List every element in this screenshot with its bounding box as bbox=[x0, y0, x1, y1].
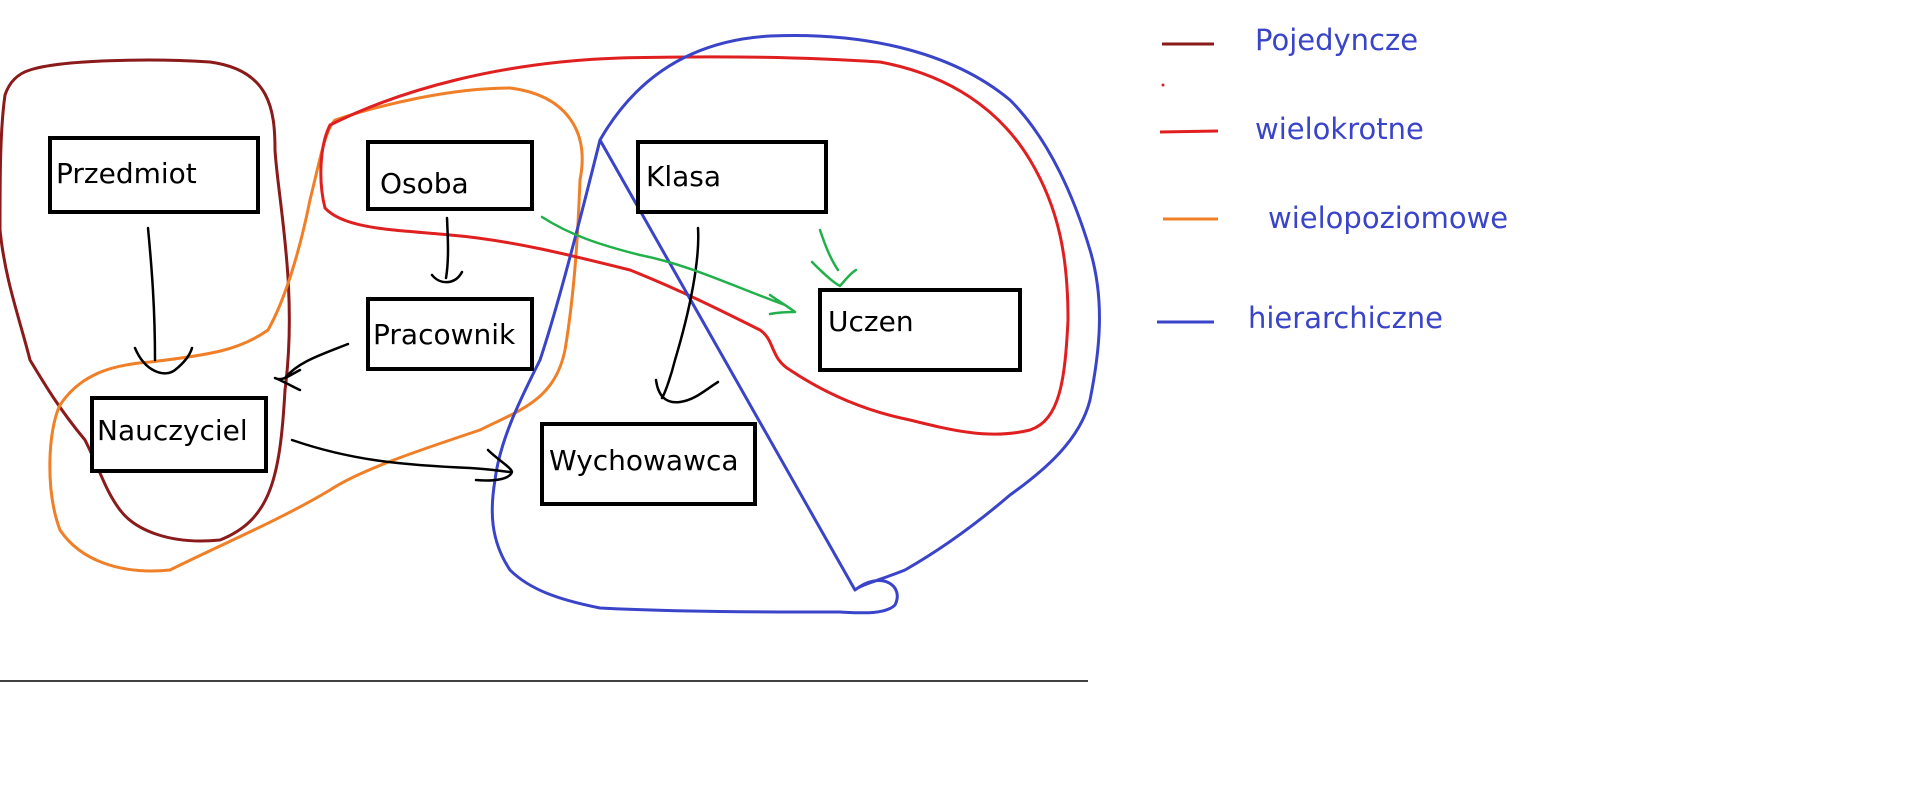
legend-label-wielopoziomowe: wielopoziomowe bbox=[1268, 201, 1508, 235]
entity-przedmiot-label: Przedmiot bbox=[56, 157, 197, 190]
entity-przedmiot: Przedmiot bbox=[48, 136, 260, 214]
legend: Pojedyncze wielokrotne wielopoziomowe hi… bbox=[1157, 23, 1508, 335]
entity-pracownik-label: Pracownik bbox=[373, 318, 516, 351]
entity-nauczyciel: Nauczyciel bbox=[90, 396, 268, 473]
legend-item-hierarchiczne: hierarchiczne bbox=[1157, 301, 1443, 335]
entity-wychowawca-label: Wychowawca bbox=[549, 444, 739, 477]
entity-klasa-label: Klasa bbox=[646, 160, 721, 193]
entity-uczen-label: Uczen bbox=[828, 305, 914, 338]
entity-nauczyciel-label: Nauczyciel bbox=[97, 414, 248, 447]
entity-klasa: Klasa bbox=[636, 140, 828, 214]
wielopoziomowe-group-outline bbox=[48, 86, 584, 573]
entity-uczen: Uczen bbox=[818, 288, 1022, 372]
legend-item-wielokrotne: wielokrotne bbox=[1159, 112, 1424, 146]
entity-wychowawca: Wychowawca bbox=[540, 422, 757, 506]
pojedyncze-group-outline bbox=[0, 58, 291, 543]
entity-osoba: Osoba bbox=[366, 140, 534, 211]
entity-osoba-label: Osoba bbox=[380, 167, 469, 200]
arrow-osoba-uczen bbox=[540, 215, 797, 316]
arrow-przedmiot-nauczyciel bbox=[133, 226, 194, 375]
hierarchiczne-group-outline bbox=[490, 34, 1101, 615]
arrow-klasa-uczen bbox=[810, 228, 858, 288]
legend-label-pojedyncze: Pojedyncze bbox=[1255, 23, 1418, 57]
legend-item-wielopoziomowe: wielopoziomowe bbox=[1163, 201, 1508, 235]
arrow-nauczyciel-wychowawca bbox=[290, 438, 514, 482]
entity-pracownik: Pracownik bbox=[366, 297, 534, 371]
legend-item-pojedyncze: Pojedyncze bbox=[1162, 23, 1418, 57]
legend-stray-dot bbox=[1161, 83, 1165, 87]
legend-label-hierarchiczne: hierarchiczne bbox=[1248, 301, 1443, 335]
wielokrotne-group-outline bbox=[319, 55, 1070, 436]
arrow-klasa-wychowawca bbox=[654, 226, 720, 404]
legend-swatch-wielokrotne bbox=[1159, 129, 1219, 134]
legend-label-wielokrotne: wielokrotne bbox=[1255, 112, 1424, 146]
arrow-pracownik-nauczyciel bbox=[273, 342, 350, 392]
arrow-osoba-pracownik bbox=[430, 216, 464, 284]
